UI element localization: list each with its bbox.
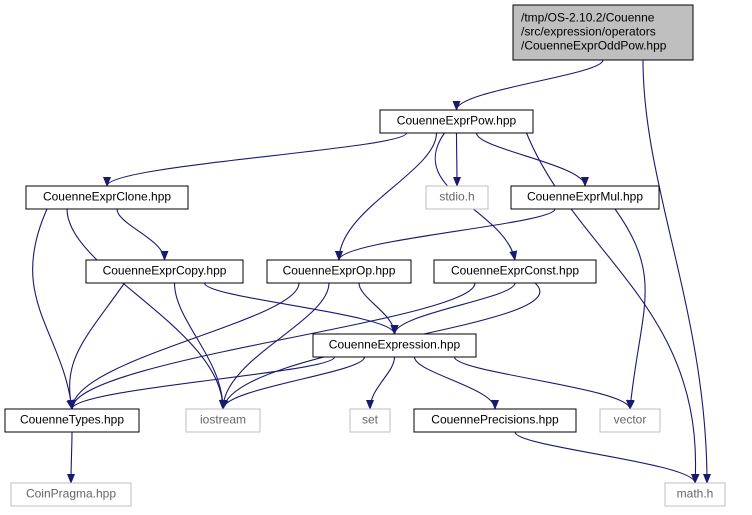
node-box (185, 408, 261, 433)
dependency-edges (32, 59, 711, 484)
edge-precisions-to-math (514, 431, 699, 484)
node-label: CouennePrecisions.hpp (431, 413, 559, 427)
node-box (266, 259, 412, 284)
node-couenneexproddpow-hpp[interactable]: /tmp/OS-2.10.2/Couenne/src/expression/op… (512, 4, 694, 61)
node-couenneprecisions-hpp[interactable]: CouennePrecisions.hpp (413, 408, 577, 433)
node-couenneexprconst-hpp[interactable]: CouenneExprConst.hpp (433, 259, 597, 284)
node-box (349, 408, 391, 433)
node-box (664, 482, 726, 507)
node-label: CouenneExprOp.hpp (283, 264, 396, 278)
node-iostream: iostream (185, 408, 261, 433)
edge-pow-to-op (335, 132, 438, 261)
node-box (312, 333, 477, 358)
node-label: CouenneExprCopy.hpp (103, 264, 227, 278)
node-box (10, 482, 132, 507)
edge-expression-to-set (366, 356, 396, 410)
node-box (425, 185, 489, 210)
node-label: CouenneTypes.hpp (20, 413, 124, 427)
node-label: stdio.h (439, 190, 474, 204)
edge-clone-to-types (32, 208, 75, 410)
node-label: vector (614, 413, 647, 427)
edge-expression-to-iostream (219, 356, 366, 410)
node-label: CouenneExprPow.hpp (397, 114, 517, 128)
node-label: /tmp/OS-2.10.2/Couenne (521, 11, 655, 25)
node-label: set (362, 413, 379, 427)
node-couenneexprclone-hpp[interactable]: CouenneExprClone.hpp (25, 185, 189, 210)
node-label: CoinPragma.hpp (26, 487, 116, 501)
dependency-nodes: /tmp/OS-2.10.2/Couenne/src/expression/op… (4, 4, 726, 507)
edge-root-to-pow (452, 59, 604, 111)
edge-copy-to-types (66, 282, 125, 410)
node-box (379, 109, 534, 134)
node-couenneexprcopy-hpp[interactable]: CouenneExprCopy.hpp (85, 259, 244, 284)
edge-pow-to-mul (475, 132, 589, 187)
node-box (85, 259, 244, 284)
node-label: /CouenneExprOddPow.hpp (521, 39, 667, 53)
edge-const-to-types (68, 282, 476, 410)
edge-op-to-types (68, 282, 300, 410)
node-box (599, 408, 661, 433)
node-set: set (349, 408, 391, 433)
edge-const-to-expression (390, 282, 516, 335)
node-label: CouenneExpression.hpp (329, 338, 461, 352)
edge-pow-to-math (525, 132, 700, 484)
edge-pow-to-clone (103, 132, 408, 187)
node-stdio-h: stdio.h (425, 185, 489, 210)
node-couenneexpression-hpp[interactable]: CouenneExpression.hpp (312, 333, 477, 358)
edge-mul-to-op (335, 208, 556, 261)
node-label: CouenneExprConst.hpp (451, 264, 579, 278)
node-box (413, 408, 577, 433)
node-box (433, 259, 597, 284)
edge-clone-to-iostream (66, 208, 227, 410)
edge-pow-to-stdio (452, 132, 461, 187)
edge-mul-to-vector (614, 208, 646, 410)
node-box (4, 408, 140, 433)
node-couenneexprpow-hpp[interactable]: CouenneExprPow.hpp (379, 109, 534, 134)
node-math-h: math.h (664, 482, 726, 507)
edge-types-to-coinpragma (67, 431, 76, 484)
node-vector: vector (599, 408, 661, 433)
node-label: math.h (677, 487, 714, 501)
node-couenneexprmul-hpp[interactable]: CouenneExprMul.hpp (510, 185, 660, 210)
node-label: CouenneExprClone.hpp (43, 190, 171, 204)
node-box (25, 185, 189, 210)
edge-clone-to-copy (116, 208, 169, 261)
node-box (510, 185, 660, 210)
node-label: iostream (200, 413, 246, 427)
edge-expression-to-precisions (413, 356, 499, 410)
node-couenneexprop-hpp[interactable]: CouenneExprOp.hpp (266, 259, 412, 284)
node-box (512, 4, 694, 61)
edge-copy-to-iostream (173, 282, 227, 410)
edge-root-to-math (642, 59, 711, 484)
node-coinpragma-hpp: CoinPragma.hpp (10, 482, 132, 507)
edge-expression-to-vector (453, 356, 634, 410)
edge-op-to-expression (358, 282, 399, 335)
node-label: CouenneExprMul.hpp (527, 190, 643, 204)
edge-expression-to-types (68, 356, 336, 410)
edge-copy-to-expression (203, 282, 399, 335)
node-couennetypes-hpp[interactable]: CouenneTypes.hpp (4, 408, 140, 433)
node-label: /src/expression/operators (521, 25, 656, 39)
